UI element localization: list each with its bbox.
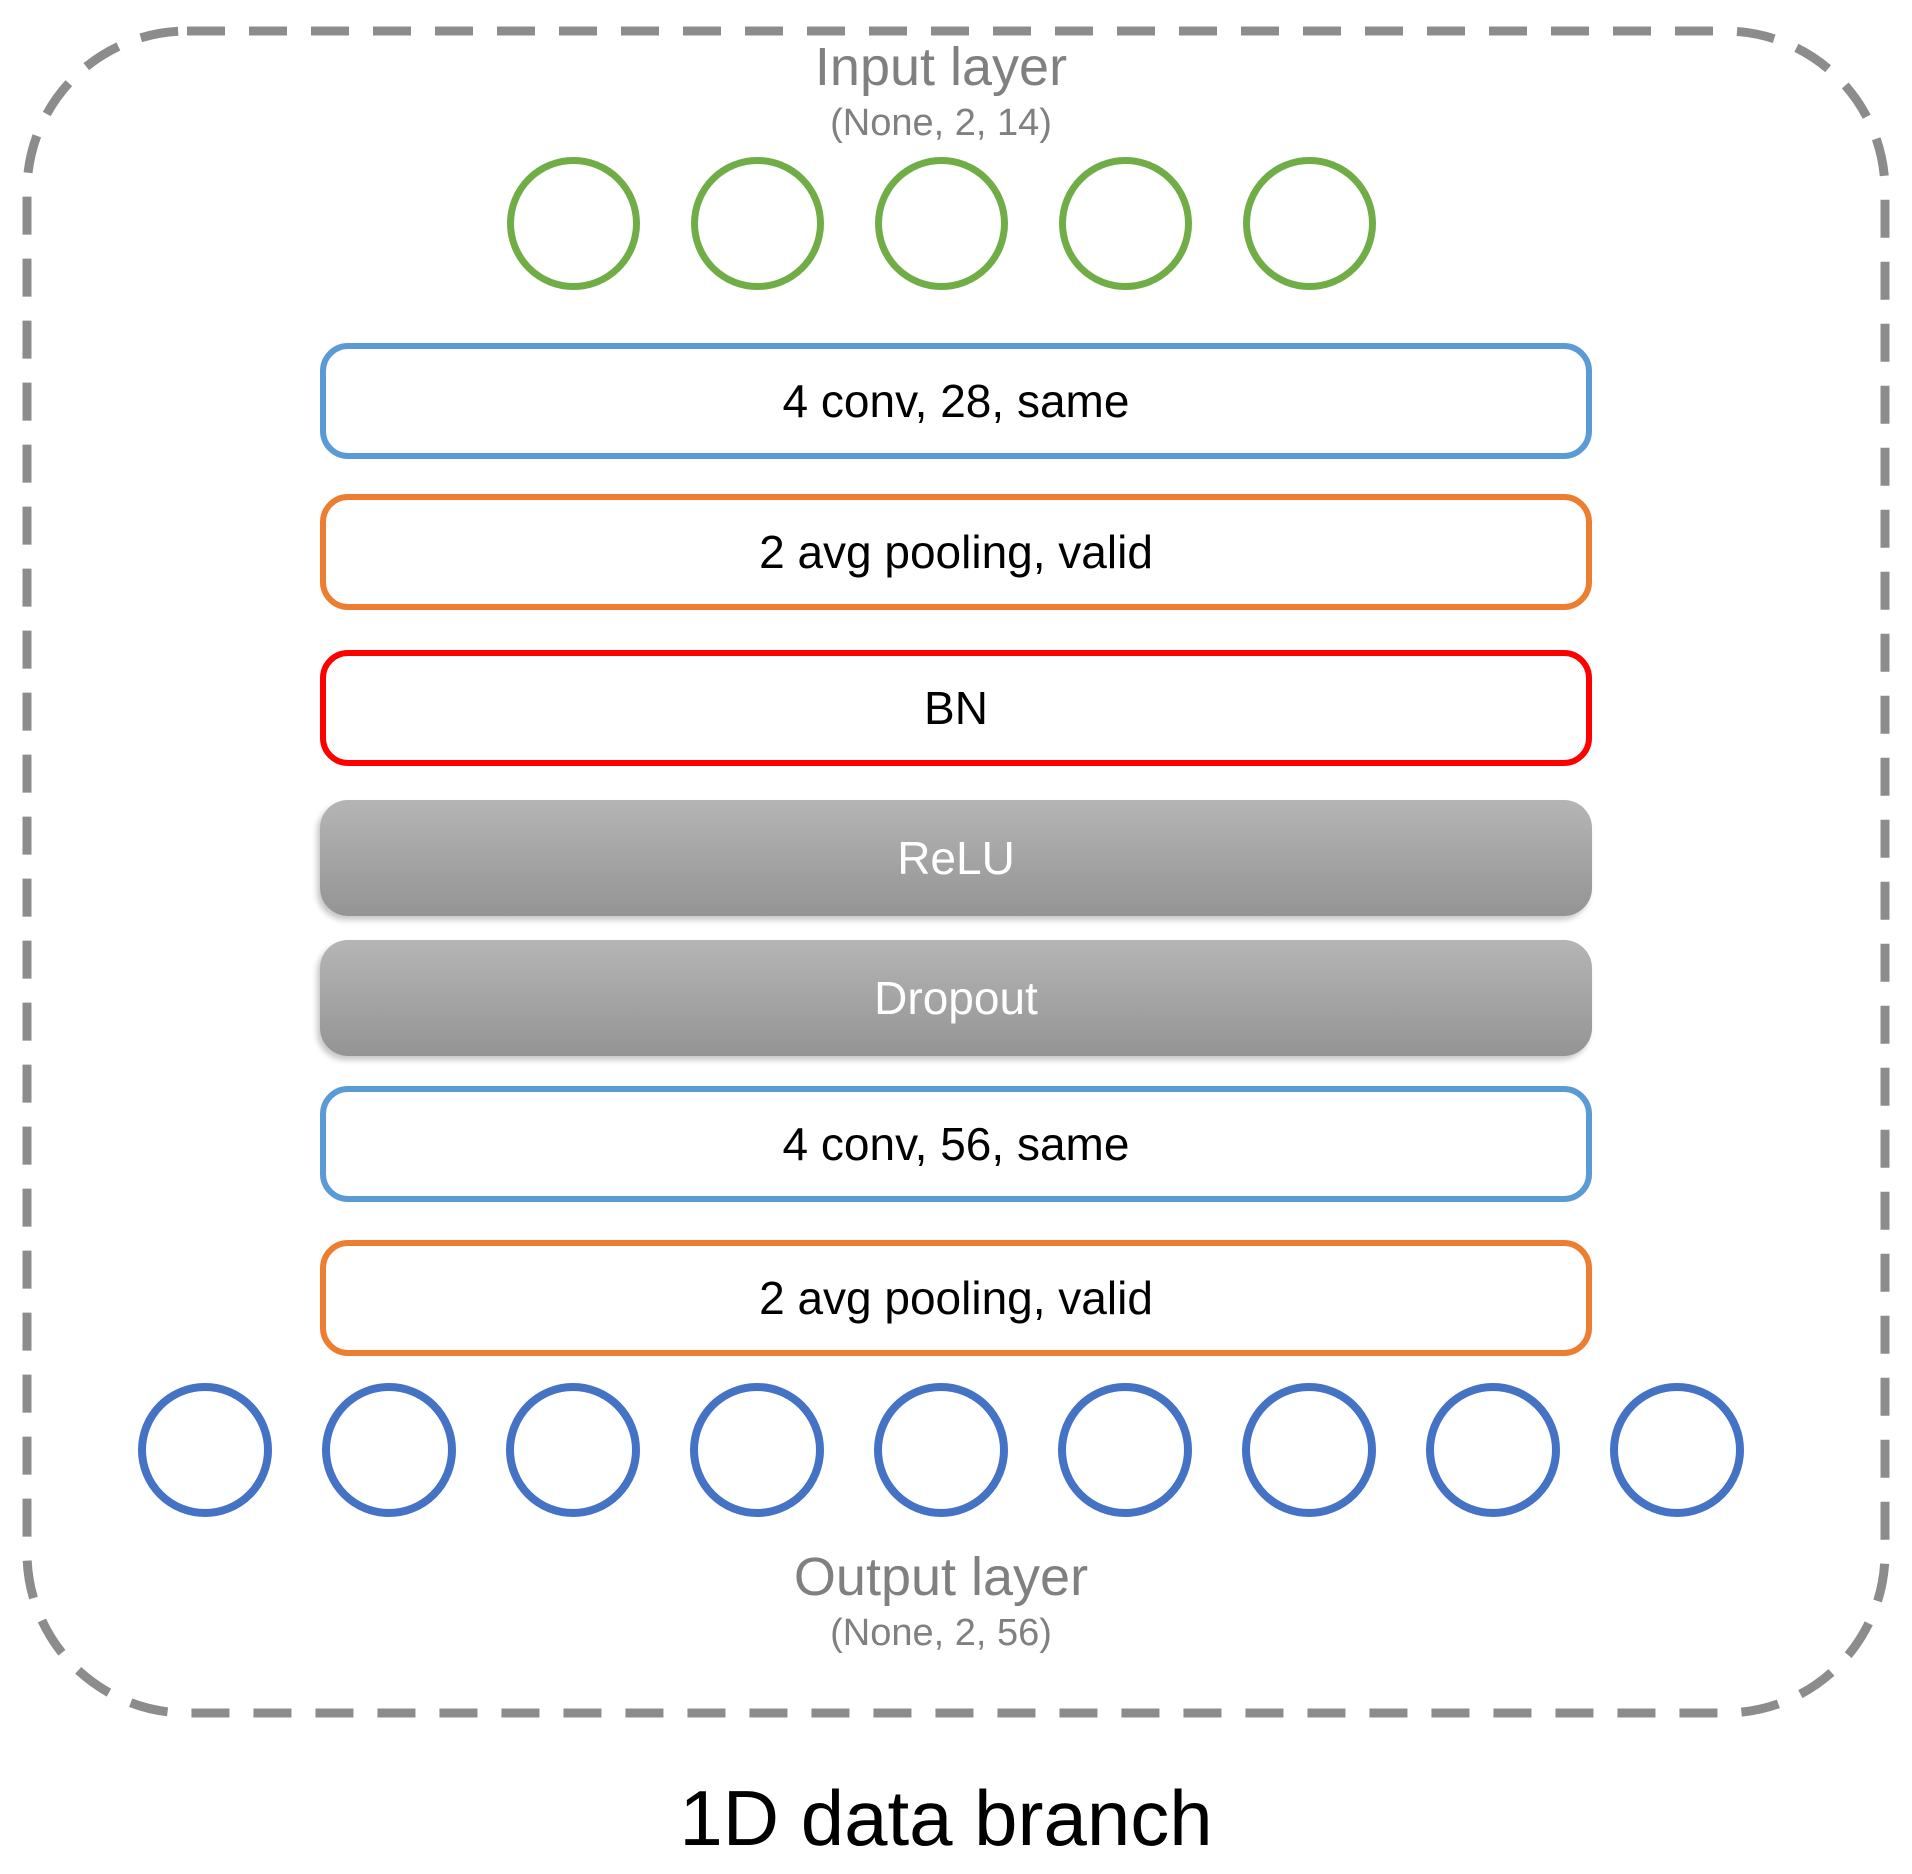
output-node-circle: [1242, 1383, 1376, 1517]
branch-caption: 1D data branch: [679, 1774, 1213, 1862]
input-nodes-row: [0, 157, 1882, 290]
input-node-circle: [1058, 157, 1192, 290]
input-layer-shape: (None, 2, 14): [830, 102, 1052, 144]
output-node-circle: [322, 1383, 456, 1517]
output-node-circle: [1426, 1383, 1560, 1517]
output-node-circle: [138, 1383, 272, 1517]
output-layer-label: Output layer: [793, 1547, 1089, 1607]
output-node-circle: [1058, 1383, 1192, 1517]
output-nodes-row: [0, 1383, 1882, 1517]
layer-box: Dropout: [320, 940, 1592, 1056]
input-node-circle: [1242, 157, 1376, 290]
output-layer-shape: (None, 2, 56): [830, 1612, 1052, 1654]
layer-box: 4 conv, 28, same: [320, 343, 1592, 459]
output-node-circle: [506, 1383, 640, 1517]
layer-box: 2 avg pooling, valid: [320, 1240, 1592, 1356]
input-layer-label: Input layer: [814, 37, 1068, 97]
output-node-circle: [690, 1383, 824, 1517]
layer-box: 2 avg pooling, valid: [320, 494, 1592, 610]
layer-box: BN: [320, 650, 1592, 766]
layer-box: 4 conv, 56, same: [320, 1086, 1592, 1202]
layer-box: ReLU: [320, 800, 1592, 916]
input-node-circle: [690, 157, 824, 290]
output-node-circle: [874, 1383, 1008, 1517]
output-node-circle: [1610, 1383, 1744, 1517]
input-node-circle: [506, 157, 640, 290]
input-node-circle: [874, 157, 1008, 290]
